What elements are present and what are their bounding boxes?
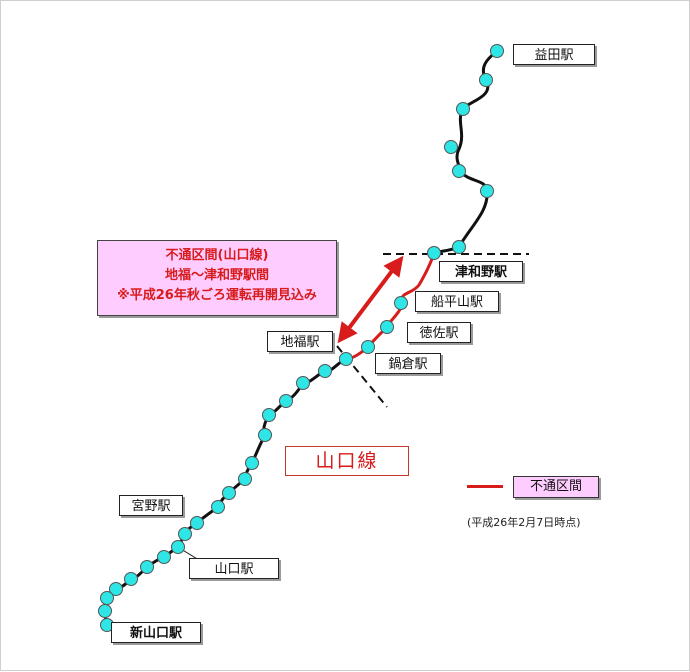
station-marker xyxy=(479,73,493,87)
station-marker xyxy=(452,240,466,254)
station-label-shinyamaguchi: 新山口駅 xyxy=(111,622,201,643)
station-label-masuda: 益田駅 xyxy=(513,44,595,65)
station-marker-miyano xyxy=(211,500,225,514)
station-marker-jifuku xyxy=(339,352,353,366)
station-marker-nabekura xyxy=(361,340,375,354)
station-marker xyxy=(258,428,272,442)
station-markers xyxy=(98,44,504,632)
station-marker xyxy=(109,582,123,596)
station-marker xyxy=(238,472,252,486)
station-marker xyxy=(98,604,112,618)
station-marker-yamaguchi xyxy=(171,540,185,554)
closed-section-notice: 不通区間(山口線) 地福～津和野駅間 ※平成26年秋ごろ運転再開見込み xyxy=(97,240,337,316)
notice-line-1: 不通区間(山口線) xyxy=(165,248,269,263)
station-marker-tsuwano xyxy=(427,246,441,260)
station-label-funahirayama: 船平山駅 xyxy=(415,291,499,312)
station-marker xyxy=(452,164,466,178)
station-marker xyxy=(245,456,259,470)
notice-line-2: 地福～津和野駅間 xyxy=(164,268,269,283)
station-label-nabekura: 鍋倉駅 xyxy=(375,353,441,374)
station-label-tokusa: 徳佐駅 xyxy=(407,322,471,343)
notice-line-3: ※平成26年秋ごろ運転再開見込み xyxy=(117,288,317,303)
station-marker-tokusa xyxy=(380,320,394,334)
station-marker xyxy=(100,591,114,605)
station-label-jifuku: 地福駅 xyxy=(267,331,333,352)
as-of-date: (平成26年2月7日時点) xyxy=(467,516,581,529)
station-marker xyxy=(178,527,192,541)
station-marker xyxy=(262,408,276,422)
station-label-tsuwano: 津和野駅 xyxy=(439,261,523,282)
station-marker-masuda xyxy=(490,44,504,58)
station-marker xyxy=(444,140,458,154)
station-marker-funahirayama xyxy=(394,296,408,310)
station-marker xyxy=(296,376,310,390)
legend-closed-section-label: 不通区間 xyxy=(513,476,599,498)
station-marker xyxy=(318,364,332,378)
station-marker xyxy=(190,516,204,530)
station-marker xyxy=(279,394,293,408)
station-marker xyxy=(140,560,154,574)
station-label-miyano: 宮野駅 xyxy=(119,495,183,516)
station-marker xyxy=(124,572,138,586)
station-marker xyxy=(157,550,171,564)
station-marker xyxy=(222,486,236,500)
station-marker xyxy=(456,102,470,116)
legend-red-line xyxy=(467,485,503,488)
line-name-label: 山口線 xyxy=(285,446,409,476)
closed-section-arrow xyxy=(337,255,404,344)
station-marker xyxy=(480,184,494,198)
station-label-yamaguchi: 山口駅 xyxy=(189,558,279,579)
